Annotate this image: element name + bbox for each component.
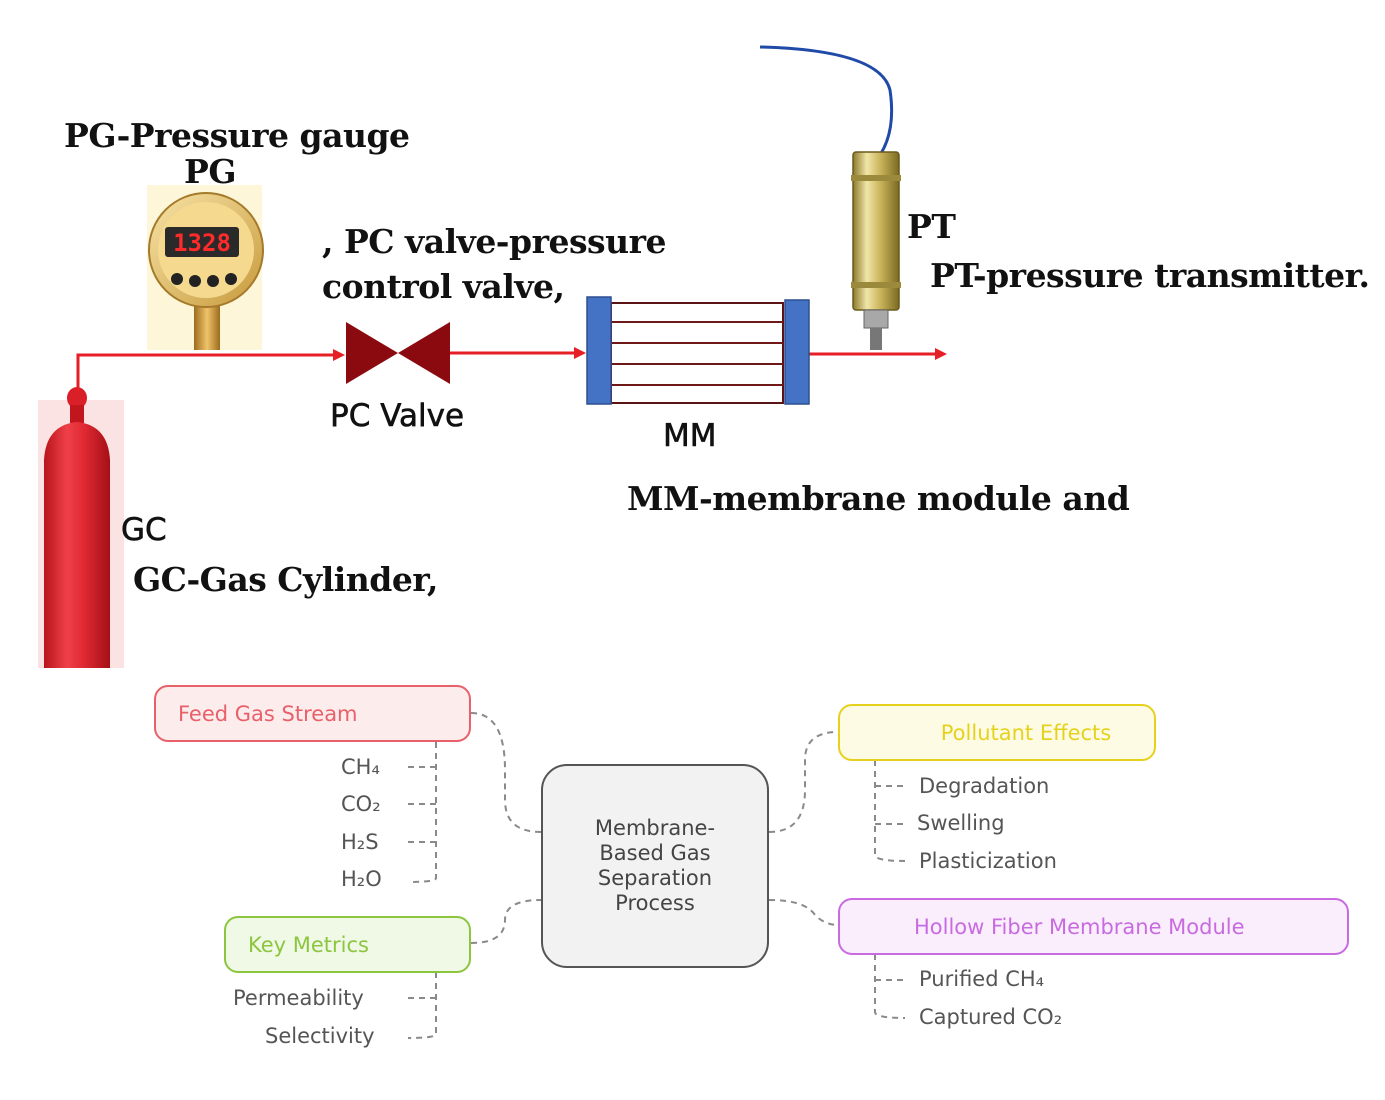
hollow-item-captured-co2: Captured CO₂	[919, 1005, 1063, 1029]
feed-item-co2: CO₂	[341, 792, 381, 816]
feed-gas-stream-node: Feed Gas Stream	[154, 685, 471, 742]
gas-line	[76, 347, 947, 392]
pressure-control-valve-icon	[346, 322, 450, 384]
gas-cylinder-icon	[38, 387, 124, 668]
feed-item-h2o: H₂O	[341, 867, 382, 891]
metric-item-selectivity: Selectivity	[265, 1024, 375, 1048]
gauge-display-text: 1328	[173, 229, 231, 257]
pollutant-effects-title: Pollutant Effects	[940, 720, 1112, 745]
gas-cylinder-description: GC-Gas Cylinder,	[133, 560, 438, 599]
membrane-module-description: MM-membrane module and	[627, 479, 1130, 518]
pressure-transmitter-tag: PT	[907, 207, 956, 246]
pressure-transmitter-description: PT-pressure transmitter.	[930, 256, 1370, 295]
pressure-gauge-tag: PG	[184, 152, 237, 191]
feed-item-h2s: H₂S	[341, 830, 379, 854]
pollutant-item-swelling: Swelling	[917, 811, 1005, 835]
pollutant-item-degradation: Degradation	[919, 774, 1050, 798]
pollutant-effects-node: Pollutant Effects	[838, 704, 1156, 761]
mindmap-center-text: Membrane- Based Gas Separation Process	[594, 816, 716, 915]
key-metrics-node: Key Metrics	[224, 916, 471, 973]
mindmap-center-node: Membrane- Based Gas Separation Process	[541, 764, 769, 968]
feed-item-ch4: CH₄	[341, 755, 380, 779]
membrane-module-tag: MM	[663, 418, 717, 455]
feed-gas-stream-title: Feed Gas Stream	[178, 701, 358, 726]
pressure-transmitter-icon	[759, 45, 901, 350]
hollow-fiber-module-node: Hollow Fiber Membrane Module	[838, 898, 1349, 955]
pc-valve-description-line1: , PC valve-pressure	[322, 222, 667, 261]
pollutant-item-plasticization: Plasticization	[919, 849, 1057, 873]
pc-valve-description-line2: control valve,	[322, 267, 565, 306]
metric-item-permeability: Permeability	[233, 986, 364, 1010]
hollow-item-purified-ch4: Purified CH₄	[919, 967, 1045, 991]
membrane-module-icon	[586, 296, 810, 405]
pc-valve-tag: PC Valve	[330, 398, 465, 435]
key-metrics-title: Key Metrics	[248, 932, 369, 957]
apparatus-schematic: 1328	[38, 45, 947, 668]
pressure-gauge-description: PG-Pressure gauge	[64, 116, 410, 155]
pressure-gauge-icon: 1328	[147, 185, 264, 350]
gas-cylinder-tag: GC	[121, 512, 167, 549]
hollow-fiber-module-title: Hollow Fiber Membrane Module	[914, 914, 1245, 939]
